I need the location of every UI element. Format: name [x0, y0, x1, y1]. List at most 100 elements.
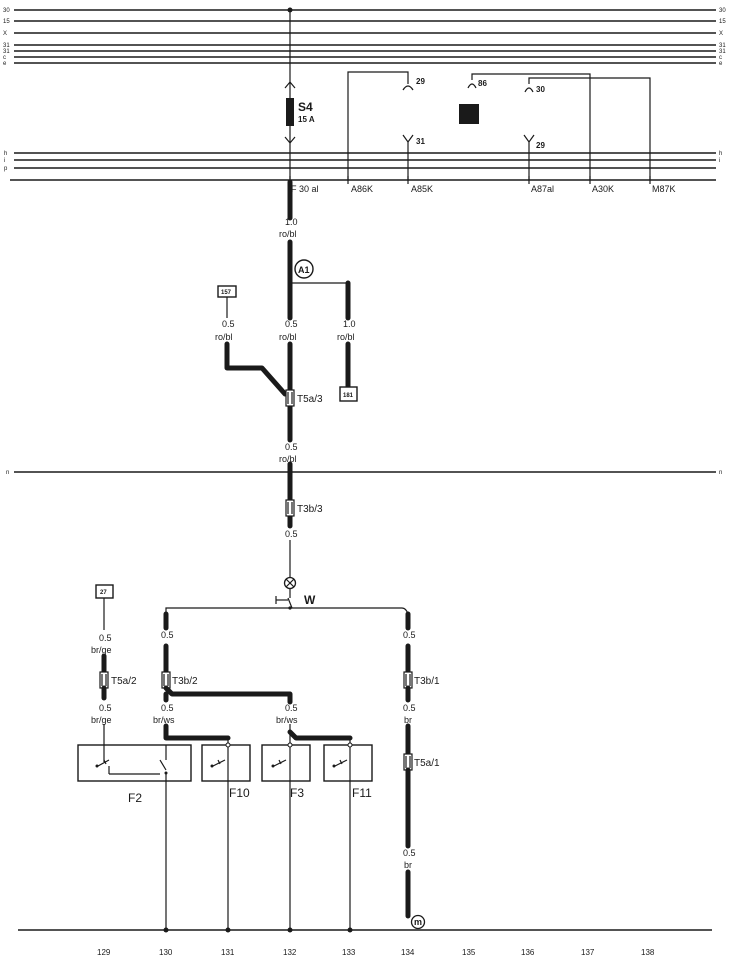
plug-label: T3b/3 [297, 504, 323, 515]
track-number: 135 [462, 948, 476, 957]
bus-label: e [719, 61, 723, 67]
ref-label: 27 [100, 590, 107, 596]
bus-label: c [3, 55, 6, 61]
wire-size: 0.5 [161, 630, 174, 640]
branch-157: 157 [217, 285, 288, 397]
wire-color: ro/bl [215, 332, 233, 342]
track-number: 137 [581, 948, 595, 957]
connector-label: A86K [351, 184, 373, 194]
plug-label: T5a/3 [297, 394, 323, 405]
middle-bus-lines [10, 152, 716, 181]
wire-size: 0.5 [161, 703, 174, 713]
branch-132 [287, 724, 353, 745]
branch-t3b2: T3b/2 [161, 611, 293, 745]
wire-color: br/ws [153, 715, 175, 725]
track-number: 136 [521, 948, 535, 957]
relay-pin: 29 [416, 77, 425, 86]
connector-label: M87K [652, 184, 676, 194]
bus-label: X [3, 31, 7, 37]
relay-pin: 86 [478, 79, 487, 88]
bus-label: c [719, 55, 722, 61]
top-bus-labels-right: 30 15 X 31 31 c e [719, 8, 726, 67]
branch-t3b1: T3b/1 T5a/1 m [403, 611, 440, 930]
bus-label: p [4, 166, 8, 172]
ref-box [339, 386, 358, 402]
wire-size: 0.5 [222, 319, 235, 329]
track-number: 138 [641, 948, 655, 957]
track-number: 130 [159, 948, 173, 957]
plug-t5a3: T5a/3 [285, 389, 323, 407]
switch-w: W [165, 593, 409, 615]
fuse-s4: S4 15 A [284, 10, 315, 180]
plug-t3b3: T3b/3 [285, 499, 323, 517]
junction-dot [287, 469, 293, 475]
bus-label: n [6, 470, 9, 476]
junction-label: A1 [298, 265, 310, 275]
bus-label: i [719, 158, 720, 164]
switch-box-f10: F10 [201, 742, 251, 800]
switch-box-f3: F3 [261, 742, 311, 800]
relay-pin: 29 [536, 141, 545, 150]
plug-label: T5a/1 [414, 758, 440, 769]
warning-lamp [283, 576, 297, 590]
bus-label: h [719, 151, 722, 157]
relay-block [459, 104, 479, 124]
ground-point [410, 914, 426, 930]
fuse-rating: 15 A [298, 115, 315, 124]
top-bus-lines [14, 9, 716, 64]
switch-name: F2 [128, 791, 142, 805]
fuse-name: S4 [298, 100, 313, 114]
wire-size: 1.0 [343, 319, 356, 329]
wire-size: 0.5 [403, 630, 416, 640]
relay: 29 86 30 31 29 [347, 71, 651, 180]
bus-label: i [4, 158, 5, 164]
track-number: 134 [401, 948, 415, 957]
bus-label: h [4, 151, 7, 157]
ground-label: m [414, 917, 422, 927]
wire-size: 1.0 [285, 217, 298, 227]
junction-a1: A1 [287, 259, 351, 389]
bus-label: 30 [719, 8, 726, 14]
track-numbers: 129 130 131 132 133 134 135 136 137 138 [97, 948, 655, 957]
bus-label: e [3, 61, 7, 67]
bus-label: 31 [3, 43, 10, 49]
switch-box-f11: F11 [323, 742, 373, 800]
top-bus-labels-left: 30 15 X 31 31 c e [3, 8, 10, 67]
connector-labels: F 30 al A86K A85K A87al A30K M87K [291, 184, 676, 194]
switch-name: F3 [290, 786, 304, 800]
switch-name: F11 [352, 786, 372, 800]
wire-size: 0.5 [285, 703, 298, 713]
wire-color: br [404, 860, 412, 870]
ref-label: 157 [221, 290, 232, 296]
ref-label: 181 [343, 393, 354, 399]
plug-label: T3b/1 [414, 676, 440, 687]
wire-color: ro/bl [279, 229, 297, 239]
ground-verticals [163, 781, 353, 933]
bus-label: X [719, 31, 723, 37]
wire-size: 0.5 [285, 442, 298, 452]
track-number: 129 [97, 948, 111, 957]
connector-label: A85K [411, 184, 433, 194]
track-number: 132 [283, 948, 297, 957]
plug-label: T3b/2 [172, 676, 198, 687]
bus-label: 15 [3, 19, 10, 25]
connector-label: F 30 al [291, 184, 319, 194]
bus-label: n [719, 470, 722, 476]
wire-color: ro/bl [279, 454, 297, 464]
bus-label: 30 [3, 8, 10, 14]
wire-size: 0.5 [99, 703, 112, 713]
bus-label: 15 [719, 19, 726, 25]
wire-color: br/ge [91, 645, 112, 655]
track-number: 131 [221, 948, 235, 957]
connector-label: A30K [592, 184, 614, 194]
left-branch: 27 T5a/2 [95, 584, 137, 745]
switch-name: F10 [229, 786, 250, 800]
bus-label: 31 [719, 43, 726, 49]
bus-label: 31 [3, 49, 10, 55]
wire-size: 0.5 [99, 633, 112, 643]
wire-size: 0.5 [403, 848, 416, 858]
wire-color: br/ws [276, 715, 298, 725]
wire-size: 0.5 [403, 703, 416, 713]
switch-box-f2: F2 [77, 744, 192, 805]
